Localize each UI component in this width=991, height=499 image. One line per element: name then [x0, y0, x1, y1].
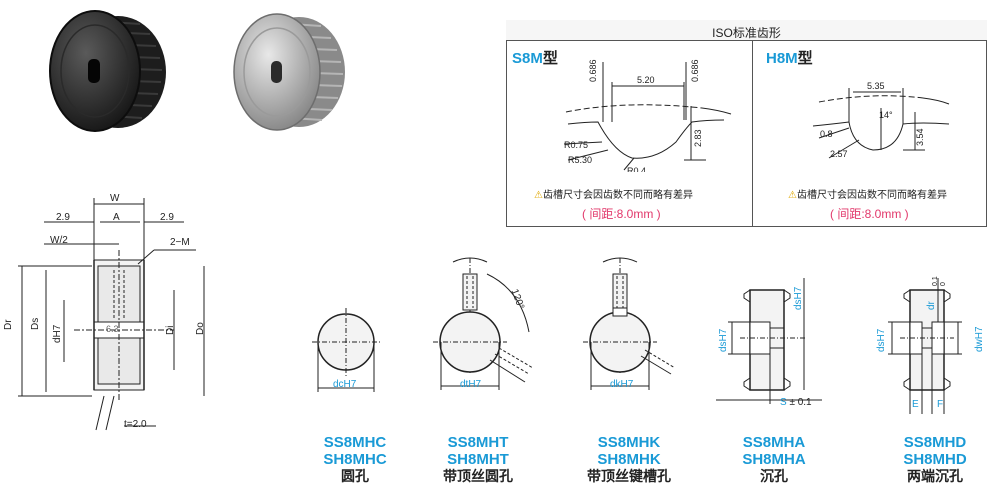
- bore-double-dr-tol-top: 0.1: [932, 276, 939, 286]
- bore-card-setscrew: SS8MHT SH8MHT 带顶丝圆孔: [418, 434, 538, 485]
- bore-counterbore-dim-right: dsH7: [793, 286, 804, 310]
- bore-setscrew-view: [433, 257, 534, 390]
- name-round: 圆孔: [341, 468, 369, 484]
- dim-tap: 2−M: [170, 237, 190, 248]
- bore-round-dim: dcH7: [333, 379, 357, 390]
- iso-panel-divider: [752, 41, 753, 227]
- s8m-profile-drawing: 0.686 0.686 5.20 2.83 R0.75 R5.30 R0.4: [563, 59, 732, 172]
- iso-panel-header-bar: [506, 20, 987, 41]
- svg-text:R5.30: R5.30: [568, 155, 592, 165]
- h8m-profile-drawing: 5.35 14° 0.8 2.57 3.54: [812, 81, 950, 159]
- h8m-suffix: 型: [797, 50, 813, 67]
- svg-text:14°: 14°: [879, 110, 893, 120]
- dim-Ds: Ds: [30, 317, 41, 330]
- bore-double-dim-left: dsH7: [876, 328, 887, 352]
- code-counterbore-h: SH8MHA: [742, 451, 806, 468]
- code-round-h: SH8MHC: [323, 451, 387, 468]
- bore-keyway-dim: dkH7: [610, 379, 634, 390]
- code-round-s: SS8MHC: [323, 434, 387, 451]
- s8m-pitch: ( 间距:8.0mm ): [582, 207, 661, 221]
- h8m-title: H8M型: [766, 47, 813, 68]
- svg-text:2.83: 2.83: [693, 129, 703, 147]
- bore-card-counterbore: SS8MHA SH8MHA 沉孔: [724, 434, 824, 485]
- svg-text:3.54: 3.54: [915, 128, 925, 146]
- svg-text:0.686: 0.686: [588, 59, 598, 82]
- code-setscrew-h: SH8MHT: [447, 451, 509, 468]
- code-keyway-h: SH8MHK: [597, 451, 661, 468]
- code-keyway-s: SS8MHK: [597, 434, 661, 451]
- iso-panel-title: ISO标准齿形: [712, 26, 781, 40]
- black-pulley-photo: [49, 10, 166, 132]
- bore-card-double-counterbore: SS8MHD SH8MHD 两端沉孔: [882, 434, 988, 485]
- h8m-pitch: ( 间距:8.0mm ): [830, 207, 909, 221]
- bore-double-dr-tol-bot: 0: [940, 282, 947, 286]
- warning-icon: ⚠: [788, 190, 797, 201]
- dim-left-offset: 2.9: [56, 212, 70, 223]
- name-double: 两端沉孔: [907, 468, 963, 484]
- dim-A: A: [113, 212, 120, 223]
- h8m-warning: ⚠齿槽尺寸会因齿数不同而略有差异: [788, 190, 947, 201]
- code-setscrew-s: SS8MHT: [447, 434, 509, 451]
- bore-card-keyway: SS8MHK SH8MHK 带顶丝键槽孔: [564, 434, 694, 485]
- cross-section-drawing: [18, 198, 205, 431]
- bore-double-dim-right: dwH7: [974, 326, 985, 352]
- dim-t: t=2.0: [124, 419, 147, 430]
- dim-W: W: [110, 193, 120, 204]
- code-double-h: SH8MHD: [903, 451, 967, 468]
- s8m-title: S8M型: [512, 47, 558, 68]
- bore-keyway-view: [583, 257, 676, 390]
- bore-card-round: SS8MHC SH8MHC 圆孔: [305, 434, 405, 485]
- silver-pulley-photo: [233, 13, 345, 131]
- s8m-code: S8M: [512, 50, 543, 67]
- bore-double-E: E: [912, 399, 919, 410]
- dim-angle: 6.3: [106, 324, 119, 334]
- h8m-code: H8M: [766, 50, 798, 67]
- name-counterbore: 沉孔: [760, 468, 788, 484]
- bore-counterbore-view: [716, 278, 822, 404]
- bore-double-dr: dr: [926, 301, 937, 310]
- bore-double-counterbore-view: [888, 278, 962, 414]
- warning-icon: ⚠: [534, 190, 543, 201]
- dim-dH7: dH7: [52, 324, 63, 343]
- bore-setscrew-dim: dtH7: [460, 379, 482, 390]
- dim-Di: Di: [165, 325, 176, 335]
- svg-text:2.57: 2.57: [830, 149, 848, 159]
- dim-right-offset: 2.9: [160, 212, 174, 223]
- name-keyway: 带顶丝键槽孔: [587, 468, 671, 484]
- svg-text:R0.4: R0.4: [627, 166, 646, 172]
- bore-counterbore-S: S ± 0.1: [780, 397, 812, 408]
- dim-Dr: Dr: [3, 319, 14, 330]
- dim-half-width: W/2: [50, 235, 68, 246]
- svg-text:5.20: 5.20: [637, 75, 655, 85]
- bore-double-F: F: [937, 399, 944, 410]
- svg-text:R0.75: R0.75: [564, 140, 588, 150]
- bore-round-view: [312, 308, 382, 392]
- dim-Do: Do: [195, 322, 206, 335]
- code-double-s: SS8MHD: [903, 434, 967, 451]
- svg-text:0.686: 0.686: [690, 59, 700, 82]
- s8m-suffix: 型: [542, 50, 558, 67]
- bore-counterbore-dim-left: dsH7: [718, 328, 729, 352]
- svg-text:5.35: 5.35: [867, 81, 885, 91]
- svg-text:0.8: 0.8: [820, 129, 833, 139]
- code-counterbore-s: SS8MHA: [742, 434, 806, 451]
- name-setscrew: 带顶丝圆孔: [443, 468, 513, 484]
- s8m-warning: ⚠齿槽尺寸会因齿数不同而略有差异: [534, 190, 693, 201]
